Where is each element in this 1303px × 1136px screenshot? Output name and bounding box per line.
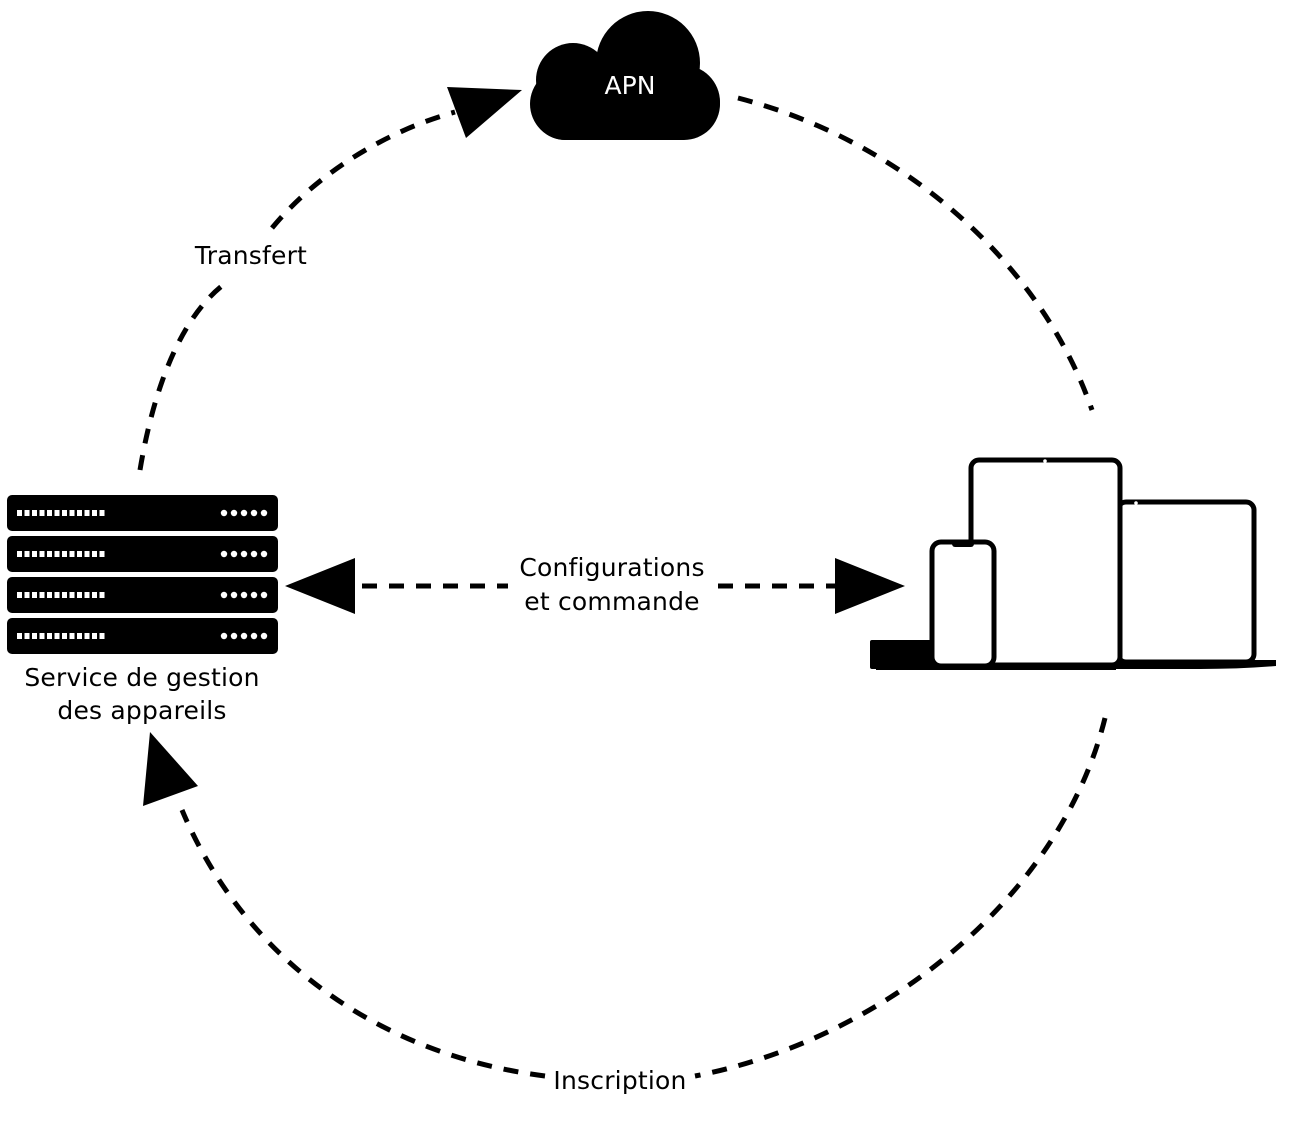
cloud-icon	[530, 11, 720, 140]
enroll-arrowhead	[143, 732, 198, 806]
enroll-edge: Inscription	[143, 717, 1108, 1095]
config-arrowhead-right	[835, 558, 905, 614]
laptop-icon	[1108, 499, 1276, 669]
rack-unit	[7, 536, 278, 572]
enroll-arc-left	[179, 809, 546, 1079]
transfer-edge: Transfert	[137, 87, 522, 471]
server-label-line1: Service de gestion	[24, 663, 259, 692]
config-label-line2: et commande	[524, 587, 700, 616]
transfer-arrowhead	[447, 87, 522, 138]
phone-icon	[929, 539, 997, 669]
config-arrowhead-left	[285, 558, 355, 614]
transfer-arc	[137, 277, 232, 471]
apple-devices-icon	[870, 457, 1276, 670]
rack-unit	[7, 495, 278, 531]
apn-to-devices-arc	[737, 95, 1095, 411]
rack-unit	[7, 618, 278, 654]
config-edge: Configurations et commande	[285, 553, 905, 616]
transfer-label: Transfert	[194, 241, 307, 270]
server-rack-icon	[7, 495, 278, 654]
server-label-line2: des appareils	[57, 696, 226, 725]
apn-node: APN	[530, 11, 720, 140]
enroll-label: Inscription	[553, 1066, 686, 1095]
apn-label: APN	[605, 71, 656, 100]
config-label-line1: Configurations	[519, 553, 704, 582]
devices-node	[870, 457, 1276, 670]
rack-unit	[7, 577, 278, 613]
server-node: Service de gestion des appareils	[7, 495, 278, 725]
transfer-arc-upper	[270, 109, 456, 230]
base-line	[876, 663, 1116, 670]
enroll-arc-right	[694, 717, 1108, 1079]
